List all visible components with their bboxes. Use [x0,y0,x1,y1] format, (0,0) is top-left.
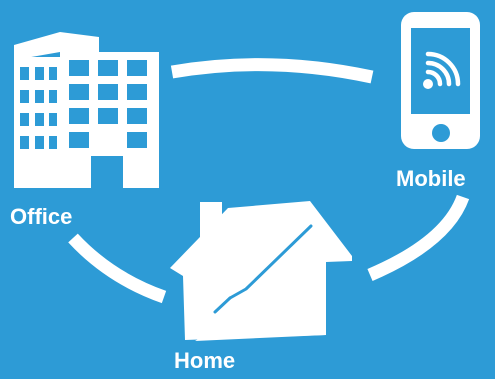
wifi-signal-icon [423,51,461,89]
mobile-label: Mobile [396,166,466,191]
office-mobile-arc [170,58,374,84]
house-icon [170,201,352,341]
mobile-home-arc [367,194,470,281]
home-label: Home [174,348,236,373]
office-label: Office [10,204,73,229]
home-office-arc [68,233,167,304]
mobile-phone-wireless-icon [401,12,480,149]
office-building-icon [14,32,159,188]
